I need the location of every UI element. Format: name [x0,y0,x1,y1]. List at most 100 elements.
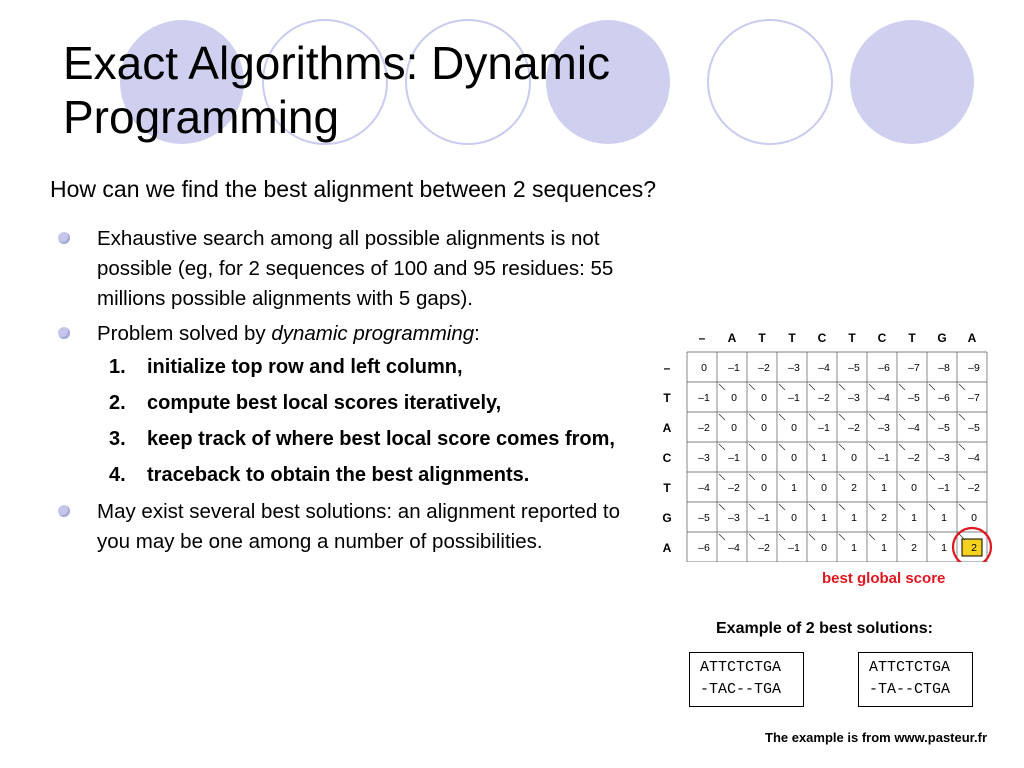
bullet-text-emphasis: dynamic programming [271,322,475,345]
traceback-arrow [718,413,726,421]
row-header: T [663,391,671,405]
traceback-arrow [898,443,906,451]
slide-subtitle: How can we find the best alignment betwe… [50,176,657,202]
column-header: T [758,331,766,345]
slide-title: Exact Algorithms: Dynamic Programming [63,37,611,143]
traceback-arrow [718,503,726,511]
traceback-arrow [958,383,966,391]
source-credit: The example is from www.pasteur.fr [765,730,988,745]
matrix-cell: 1 [911,512,917,524]
traceback-arrow [808,413,816,421]
matrix-cell: –1 [728,452,740,464]
matrix-cell: –4 [698,482,710,494]
matrix-cell: –4 [878,392,890,404]
traceback-arrow [718,443,726,451]
matrix-cell: –1 [788,392,800,404]
bullet-dot-icon [58,327,70,339]
column-header: – [699,331,706,345]
matrix-cell: 1 [821,452,827,464]
column-header: T [848,331,856,345]
matrix-cell: –2 [818,392,830,404]
matrix-cell: –2 [848,422,860,434]
matrix-cell: –4 [908,422,920,434]
matrix-cell: 0 [851,452,857,464]
matrix-cell: 0 [761,392,767,404]
matrix-cell: –4 [968,452,980,464]
matrix-cell: 1 [851,542,857,554]
bullet-text: May exist several best solutions: an ali… [97,500,621,553]
matrix-cell: 1 [851,512,857,524]
matrix-cell: –8 [938,362,950,374]
traceback-arrow [718,473,726,481]
row-header: T [663,481,671,495]
matrix-cell: –1 [878,452,890,464]
solution-line: -TA--CTGA [869,681,951,698]
best-score-circle [951,526,993,562]
column-header: C [878,331,887,345]
step-text: initialize top row and left column, [147,356,463,378]
matrix-cell: 0 [731,422,737,434]
traceback-arrow [898,503,906,511]
row-header: A [663,541,672,555]
matrix-cell: 0 [761,422,767,434]
example-label: Example of 2 best solutions: [716,620,933,637]
best-score-label: best global score [822,570,946,587]
traceback-arrow [898,473,906,481]
matrix-cell: –4 [728,542,740,554]
traceback-arrow [778,383,786,391]
traceback-arrow [928,533,936,541]
column-header: G [937,331,946,345]
solution-box-2: ATTCTCTGA -TA--CTGA [858,652,973,707]
matrix-cell: –1 [698,392,710,404]
matrix-cell: –1 [788,542,800,554]
matrix-cell: –1 [938,482,950,494]
matrix-cell: –5 [908,392,920,404]
traceback-arrow [868,533,876,541]
traceback-arrow [778,443,786,451]
column-header: T [788,331,796,345]
traceback-arrow [748,443,756,451]
row-header: G [662,511,671,525]
matrix-cell: 2 [881,512,887,524]
traceback-arrow [808,383,816,391]
matrix-cell: –9 [968,362,980,374]
bullet-text-suffix: : [474,322,480,345]
traceback-arrow [778,503,786,511]
deco-circle [707,19,833,145]
deco-circle [405,19,531,145]
bullet-several-solutions: May exist several best solutions: an ali… [50,497,650,557]
matrix-cell: 0 [731,392,737,404]
matrix-cell: –2 [758,542,770,554]
traceback-arrow [928,443,936,451]
traceback-arrow [748,533,756,541]
traceback-arrow [868,503,876,511]
traceback-arrow [928,473,936,481]
traceback-arrow [778,413,786,421]
matrix-cell: 2 [851,482,857,494]
row-header: – [664,361,671,375]
matrix-cell: 0 [761,452,767,464]
bullet-text: Exhaustive search among all possible ali… [97,227,614,310]
decorative-circles [120,19,974,145]
traceback-arrow [898,413,906,421]
matrix-cell: 2 [971,542,977,554]
step-text: keep track of where best local score com… [147,428,615,450]
step-number: 3. [109,428,126,450]
matrix-cell: 1 [821,512,827,524]
matrix-cell: –7 [908,362,920,374]
matrix-cell: –2 [908,452,920,464]
matrix-cell: –3 [848,392,860,404]
traceback-arrow [838,413,846,421]
deco-circle [850,20,974,144]
column-header: A [968,331,977,345]
matrix-cell: 0 [701,362,707,374]
step-text: compute best local scores iteratively, [147,392,502,414]
traceback-arrow [958,443,966,451]
matrix-cell: 0 [911,482,917,494]
step-number: 2. [109,392,126,414]
traceback-arrow [958,533,966,541]
traceback-arrow [718,383,726,391]
traceback-arrow [718,533,726,541]
traceback-arrow [838,503,846,511]
